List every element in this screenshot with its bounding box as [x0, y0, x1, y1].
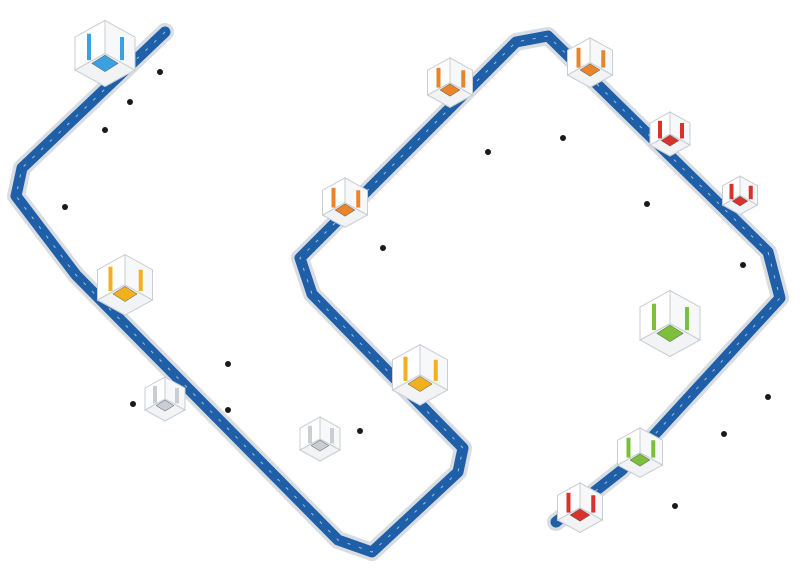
station-marker — [127, 99, 133, 105]
station-final-inspection — [556, 482, 604, 533]
robot-arm — [433, 359, 438, 381]
station-markers — [62, 69, 771, 509]
robot-arm — [658, 120, 662, 139]
robot-arm — [591, 495, 596, 513]
robot-arm — [566, 492, 571, 513]
station-marker — [485, 149, 491, 155]
station-equipment — [579, 63, 601, 77]
robot-arm — [461, 70, 466, 88]
station-marker — [740, 262, 746, 268]
station-marker — [157, 69, 163, 75]
robot-arm — [331, 187, 336, 208]
robot-arm — [403, 356, 408, 381]
station-drying — [721, 175, 759, 216]
robot-arm — [652, 303, 656, 331]
robot-arm — [685, 307, 689, 331]
station-painting-2 — [648, 111, 692, 157]
station-body-welding-1 — [96, 253, 154, 316]
station-marker — [102, 127, 108, 133]
station-equipment — [310, 439, 330, 452]
robot-arm — [601, 50, 606, 68]
station-equipment — [656, 324, 684, 342]
robot-arm — [626, 437, 631, 458]
robot-arm — [748, 185, 753, 200]
station-equipment — [660, 134, 680, 147]
station-press-shop — [73, 19, 137, 88]
station-equipment — [112, 286, 138, 302]
station-marker — [62, 204, 68, 210]
robot-arm — [153, 385, 157, 404]
station-equipment — [439, 83, 461, 97]
station-equipment — [155, 399, 175, 412]
station-marker — [380, 245, 386, 251]
robot-arm — [576, 47, 581, 68]
robot-arm — [108, 266, 113, 291]
station-equipment — [731, 196, 749, 207]
station-final-assembly — [616, 427, 664, 478]
station-sealing — [426, 57, 474, 108]
station-marker — [672, 503, 678, 509]
station-subassembly-2 — [298, 416, 342, 462]
station-marker — [765, 394, 771, 400]
robot-arm — [175, 388, 179, 404]
conveyor-track — [10, 26, 786, 558]
station-marker — [560, 135, 566, 141]
station-marker — [225, 407, 231, 413]
robot-arm — [308, 425, 312, 444]
station-painting-1 — [566, 37, 614, 88]
robot-arm — [436, 67, 441, 88]
robot-arm — [87, 33, 91, 61]
station-equipment — [334, 203, 356, 217]
station-marker — [644, 201, 650, 207]
station-equipment — [407, 376, 433, 392]
station-equipment — [629, 453, 651, 467]
station-equipment — [91, 54, 119, 72]
station-body-welding-2 — [391, 343, 449, 406]
robot-arm — [356, 190, 361, 208]
robot-arm — [138, 269, 143, 291]
station-equipment — [569, 508, 591, 522]
robot-arm — [680, 123, 684, 139]
robot-arm — [330, 428, 334, 444]
station-marker — [357, 428, 363, 434]
station-body-framing — [321, 177, 369, 228]
station-marker — [721, 431, 727, 437]
station-subassembly-1 — [143, 376, 187, 422]
robot-arm — [729, 183, 734, 200]
station-marker — [130, 401, 136, 407]
station-overhead-assembly — [638, 289, 702, 358]
stations — [73, 19, 759, 533]
conveyor-belt — [7, 23, 789, 561]
robot-arm — [651, 440, 656, 458]
robot-arm — [120, 37, 124, 61]
station-marker — [225, 361, 231, 367]
